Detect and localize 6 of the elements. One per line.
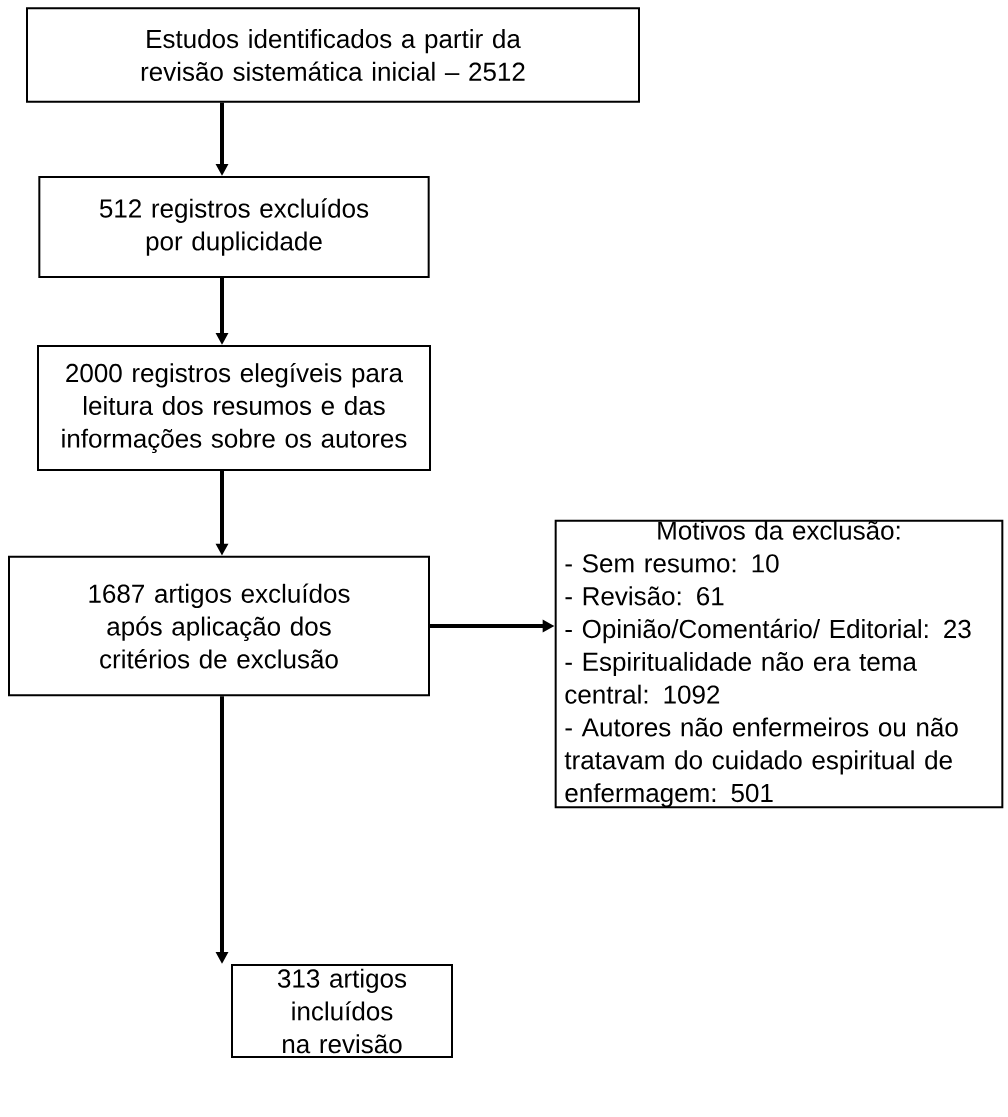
reasons-box: Motivos da exclusão: - Sem resumo: 10 - Revisão: 61 - Opinião/Comentário/ Editorial: 23 - Espiritualidade não era tema central: 1092 - Autores não enfermeiros ou não tratavam do cuidado espiritual de enfermagem: 501 [554, 519, 1004, 809]
process-box: 2000 registros elegíveis para leitura dos resumos e das informações sobre os autores [37, 345, 431, 471]
process-box: 512 registros excluídos por duplicidade [38, 176, 430, 278]
process-box: Estudos identificados a partir da revisão sistemática inicial – 2512 [26, 7, 640, 103]
process-box: 1687 artigos excluídos após aplicação dos critérios de exclusão [8, 555, 430, 697]
process-box: 313 artigos incluídos na revisão [231, 964, 453, 1058]
